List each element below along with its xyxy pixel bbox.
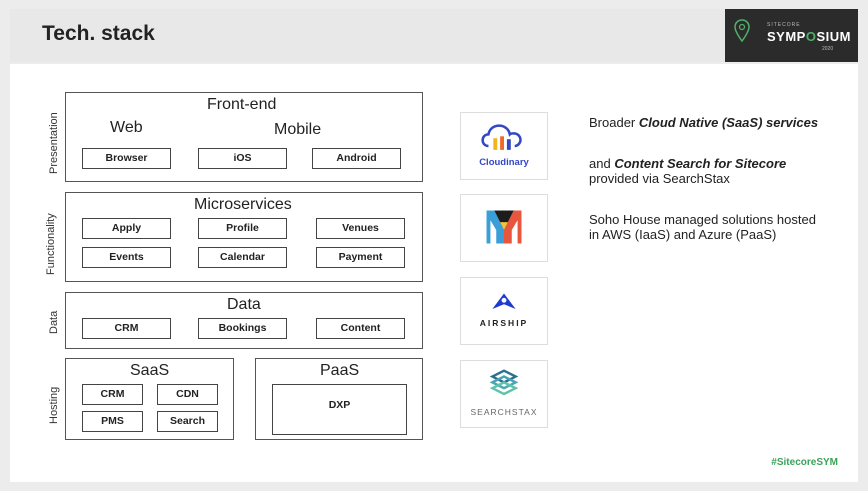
hosting-label: Hosting bbox=[48, 386, 60, 424]
cloudinary-logo-text: Cloudinary bbox=[479, 157, 529, 168]
chip-bookings: Bookings bbox=[198, 318, 287, 339]
airship-logo-text: AIRSHIP bbox=[479, 318, 529, 328]
chip-events: Events bbox=[82, 247, 171, 268]
chip-saas-crm: CRM bbox=[82, 384, 143, 405]
chip-apply: Apply bbox=[82, 218, 171, 239]
chip-profile: Profile bbox=[198, 218, 287, 239]
m-tile bbox=[460, 194, 548, 262]
airship-logo-icon bbox=[492, 293, 516, 310]
mobile-label: Mobile bbox=[274, 121, 322, 138]
web-label: Web bbox=[110, 119, 143, 136]
frontend-title: Front-end bbox=[207, 96, 277, 113]
searchstax-logo-icon bbox=[489, 369, 519, 396]
chip-calendar: Calendar bbox=[198, 247, 287, 268]
frontend-box: Front-end Web Mobile Browser iOS Android bbox=[65, 92, 423, 182]
chip-android: Android bbox=[312, 148, 401, 169]
cloudinary-tile: Cloudinary bbox=[460, 112, 548, 180]
chip-data-crm: CRM bbox=[82, 318, 171, 339]
chip-ios: iOS bbox=[198, 148, 287, 169]
note-content-search: and Content Search for Sitecore provided… bbox=[589, 156, 787, 186]
hashtag-label: #SitecoreSYM bbox=[771, 457, 838, 468]
symposium-logo: SITECORE SYMPOSIUM 2020 bbox=[725, 9, 858, 62]
data-title: Data bbox=[227, 296, 261, 313]
paas-box: PaaS DXP bbox=[255, 358, 423, 440]
slide-body: Presentation Front-end Web Mobile Browse… bbox=[10, 64, 858, 482]
chip-payment: Payment bbox=[316, 247, 405, 268]
note-managed-solutions: Soho House managed solutions hosted in A… bbox=[589, 212, 816, 242]
chip-search: Search bbox=[157, 411, 218, 432]
chip-pms: PMS bbox=[82, 411, 143, 432]
airship-tile: AIRSHIP bbox=[460, 277, 548, 345]
chip-dxp: DXP bbox=[272, 384, 407, 435]
chip-venues: Venues bbox=[316, 218, 405, 239]
data-box: Data CRM Bookings Content bbox=[65, 292, 423, 349]
searchstax-logo-text: SEARCHSTAX bbox=[470, 407, 538, 417]
chip-cdn: CDN bbox=[157, 384, 218, 405]
presentation-label: Presentation bbox=[48, 112, 60, 174]
logo-name: SYMPOSIUM bbox=[767, 29, 851, 44]
functionality-label: Functionality bbox=[45, 213, 57, 275]
saas-box: SaaS CRM CDN PMS Search bbox=[65, 358, 234, 440]
paas-title: PaaS bbox=[320, 362, 360, 379]
slide-header: Tech. stack SITECORE SYMPOSIUM 2020 bbox=[10, 9, 858, 62]
slide-title: Tech. stack bbox=[42, 22, 155, 45]
microservices-title: Microservices bbox=[194, 196, 292, 213]
chip-content: Content bbox=[316, 318, 405, 339]
data-label: Data bbox=[48, 310, 60, 334]
cloudinary-logo-icon bbox=[481, 124, 522, 150]
chip-browser: Browser bbox=[82, 148, 171, 169]
searchstax-tile: SEARCHSTAX bbox=[460, 360, 548, 428]
microservices-box: Microservices Apply Profile Venues Event… bbox=[65, 192, 423, 282]
logo-small-text: SITECORE bbox=[767, 22, 801, 28]
map-pin-icon bbox=[734, 19, 750, 43]
saas-title: SaaS bbox=[130, 362, 170, 379]
m-brand-logo-icon bbox=[486, 210, 522, 244]
note-cloud-native: Broader Cloud Native (SaaS) services bbox=[589, 115, 819, 130]
logo-year: 2020 bbox=[822, 46, 834, 52]
